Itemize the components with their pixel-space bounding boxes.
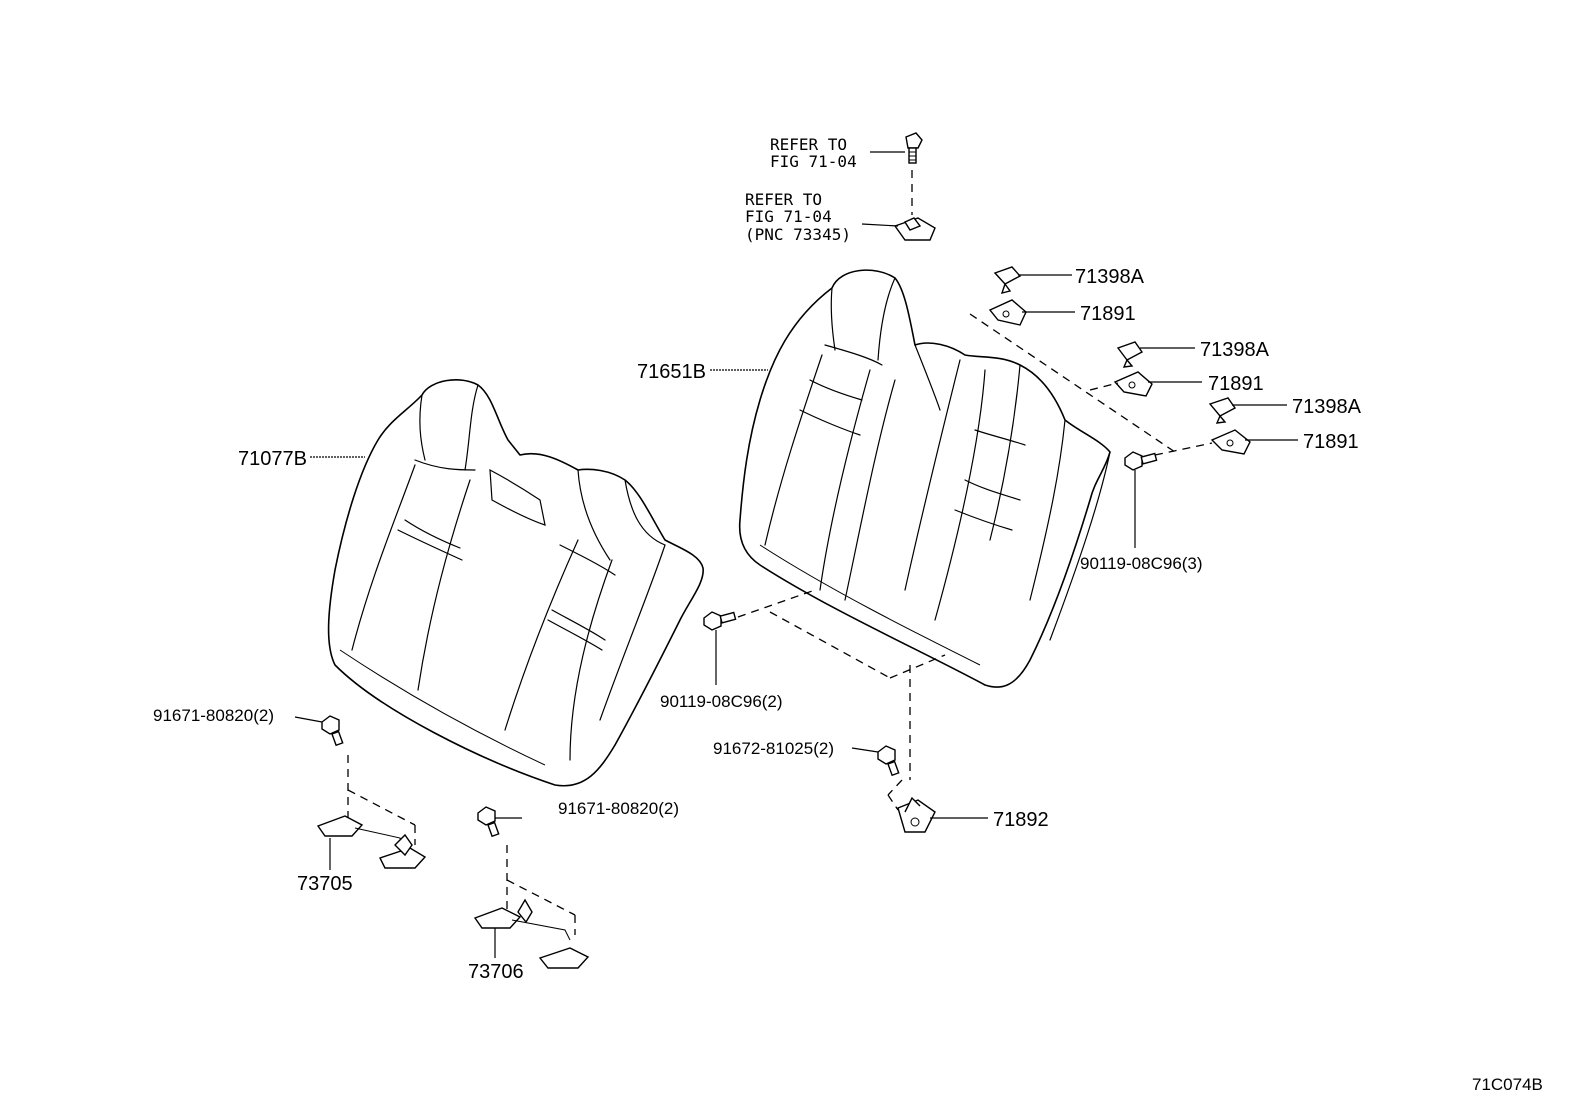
callout-91672[interactable]: 91672-81025(2) <box>713 739 834 758</box>
reference-nut-plate[interactable] <box>893 217 936 241</box>
reference-1-line2: FIG 71-04 <box>770 152 857 171</box>
reference-2-line3: (PNC 73345) <box>745 225 851 244</box>
clip-71891-3[interactable] <box>1210 429 1251 455</box>
callout-73705[interactable]: 73705 <box>297 873 353 895</box>
callout-71077B[interactable]: 71077B <box>238 448 307 470</box>
callout-71891-2[interactable]: 71891 <box>1208 373 1264 395</box>
callout-71398A-3[interactable]: 71398A <box>1292 396 1362 418</box>
callout-71891-1[interactable]: 71891 <box>1080 303 1136 325</box>
retainer-71398A-2[interactable] <box>1116 341 1144 368</box>
clip-71891-1[interactable] <box>988 299 1027 326</box>
bolt-91671-lower[interactable] <box>477 806 500 838</box>
figure-code: 71C074B <box>1472 1075 1543 1094</box>
retainer-71398A-3[interactable] <box>1208 397 1237 424</box>
callout-91671-upper[interactable]: 91671-80820(2) <box>153 706 274 725</box>
callout-71651B[interactable]: 71651B <box>637 361 706 383</box>
bolt-91672[interactable] <box>877 745 900 777</box>
callout-71398A-1[interactable]: 71398A <box>1075 266 1145 288</box>
hinge-73706[interactable] <box>473 898 590 969</box>
callout-71398A-2[interactable]: 71398A <box>1200 339 1270 361</box>
bolt-90119-2[interactable] <box>703 611 737 631</box>
reference-2-line1: REFER TO <box>745 190 822 209</box>
clip-71891-2[interactable] <box>1113 371 1153 397</box>
reference-2-line2: FIG 71-04 <box>745 207 832 226</box>
callout-90119-3[interactable]: 90119-08C96(3) <box>1080 554 1203 573</box>
reference-1-line1: REFER TO <box>770 135 847 154</box>
callout-71892[interactable]: 71892 <box>993 809 1049 831</box>
retainer-71398A-1[interactable] <box>993 266 1022 294</box>
seatback-cover-right[interactable] <box>738 269 1111 688</box>
callout-71891-3[interactable]: 71891 <box>1303 431 1359 453</box>
bolt-90119-3[interactable] <box>1124 451 1158 471</box>
hinge-73705[interactable] <box>316 815 427 869</box>
bracket-71892[interactable] <box>897 796 936 833</box>
callout-90119-2[interactable]: 90119-08C96(2) <box>660 692 783 711</box>
seatback-cover-left[interactable] <box>327 379 704 787</box>
callout-91671-lower[interactable]: 91671-80820(2) <box>558 799 679 818</box>
callout-73706[interactable]: 73706 <box>468 961 524 983</box>
bolt-91671-upper[interactable] <box>321 715 344 747</box>
reference-bolt[interactable] <box>905 132 923 164</box>
